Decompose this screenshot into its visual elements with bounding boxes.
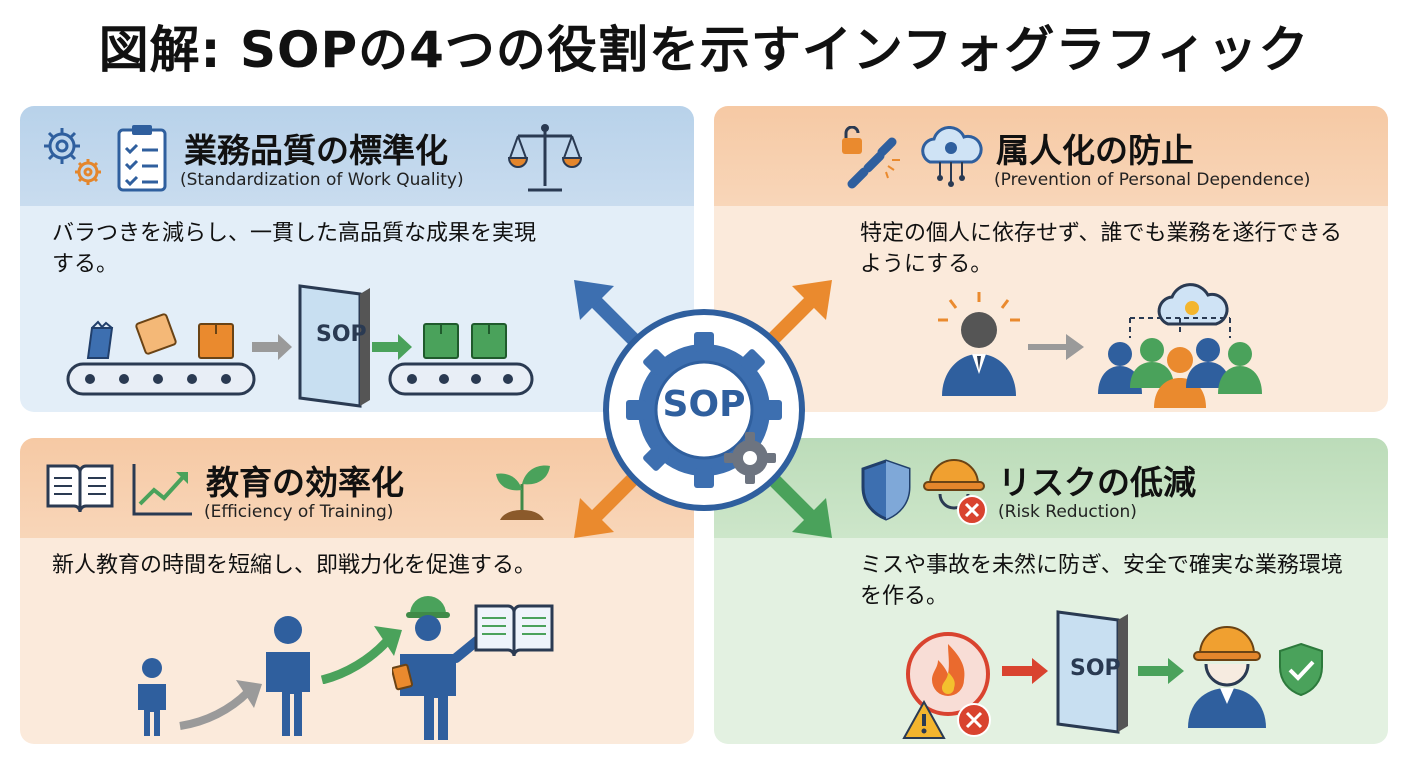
- arrow-right-icon: [1002, 658, 1048, 684]
- check-shield-icon: [1279, 642, 1323, 697]
- panel-subtitle: (Prevention of Personal Dependence): [994, 170, 1311, 190]
- sop-panel-icon: [1056, 610, 1128, 734]
- arrow-right-icon: [252, 334, 292, 360]
- conveyor-icon: [66, 362, 256, 396]
- sop-label: SOP: [316, 322, 367, 347]
- sprout-icon: [496, 465, 550, 520]
- panel-risk: リスクの低減 (Risk Reduction) ミスや事故を未然に防ぎ、安全で確…: [714, 438, 1388, 744]
- balance-scale-icon: [508, 124, 582, 192]
- panel-prevention: 属人化の防止 (Prevention of Personal Dependenc…: [714, 106, 1388, 412]
- arrow-right-icon: [372, 334, 412, 360]
- conveyor-icon: [388, 362, 534, 396]
- panel-title: 業務品質の標準化: [184, 131, 448, 170]
- adult-icon: [266, 616, 310, 736]
- arrow-right-icon: [1138, 658, 1184, 684]
- main-title: 図解: SOPの4つの役割を示すインフォグラフィック: [98, 21, 1310, 79]
- cloud-network-icon: [921, 126, 983, 187]
- warning-icon: [902, 700, 946, 739]
- person-expert-icon: [938, 292, 1020, 396]
- panel-description: 新人教育の時間を短縮し、即戦力化を促進する。: [52, 553, 537, 578]
- arrow-to-risk: [763, 469, 832, 538]
- fire-hazard-icon: [906, 632, 990, 716]
- gears-icon: [44, 128, 101, 185]
- checklist-icon: [117, 125, 167, 192]
- boxes-icon: [423, 323, 507, 359]
- arrow-to-standardization: [574, 280, 643, 349]
- child-icon: [138, 658, 166, 736]
- sop-label: SOP: [1070, 656, 1121, 681]
- close-icon: [957, 703, 991, 737]
- hardhat-worker-icon: [923, 459, 987, 525]
- panel-title: 属人化の防止: [996, 131, 1194, 170]
- cloud-idea-icon: [1157, 283, 1229, 326]
- panel-title: 教育の効率化: [206, 463, 404, 502]
- panel-standardization: 業務品質の標準化 (Standardization of Work Qualit…: [20, 106, 694, 412]
- worker-with-manual-icon: [392, 596, 554, 740]
- panel-description: 特定の個人に依存せず、誰でも業務を遂行できるようにする。: [860, 221, 1343, 277]
- panel-description: ミスや事故を未然に防ぎ、安全で確実な業務環境を作る。: [860, 553, 1343, 609]
- panel-training: 教育の効率化 (Efficiency of Training) 新人教育の時間を…: [20, 438, 694, 744]
- shield-icon: [861, 459, 911, 521]
- panel-subtitle: (Efficiency of Training): [204, 502, 394, 522]
- broken-chain-icon: [842, 126, 900, 189]
- team-icon: [1098, 317, 1262, 408]
- arrow-right-icon: [1028, 334, 1084, 360]
- growth-chart-icon: [132, 464, 192, 516]
- safe-worker-icon: [1188, 626, 1266, 728]
- boxes-icon: [86, 313, 234, 359]
- panel-subtitle: (Standardization of Work Quality): [180, 170, 464, 190]
- arrow-right-icon: [179, 680, 262, 730]
- arrow-right-icon: [320, 626, 402, 684]
- sop-panel-icon: [298, 284, 370, 408]
- open-book-icon: [46, 464, 114, 513]
- panel-subtitle: (Risk Reduction): [998, 502, 1137, 522]
- panel-description: バラつきを減らし、一貫した高品質な成果を実現する。: [52, 221, 537, 277]
- sop-hub-label: SOP: [662, 384, 746, 425]
- sop-gear-hub: [603, 309, 805, 511]
- panel-title: リスクの低減: [998, 463, 1196, 502]
